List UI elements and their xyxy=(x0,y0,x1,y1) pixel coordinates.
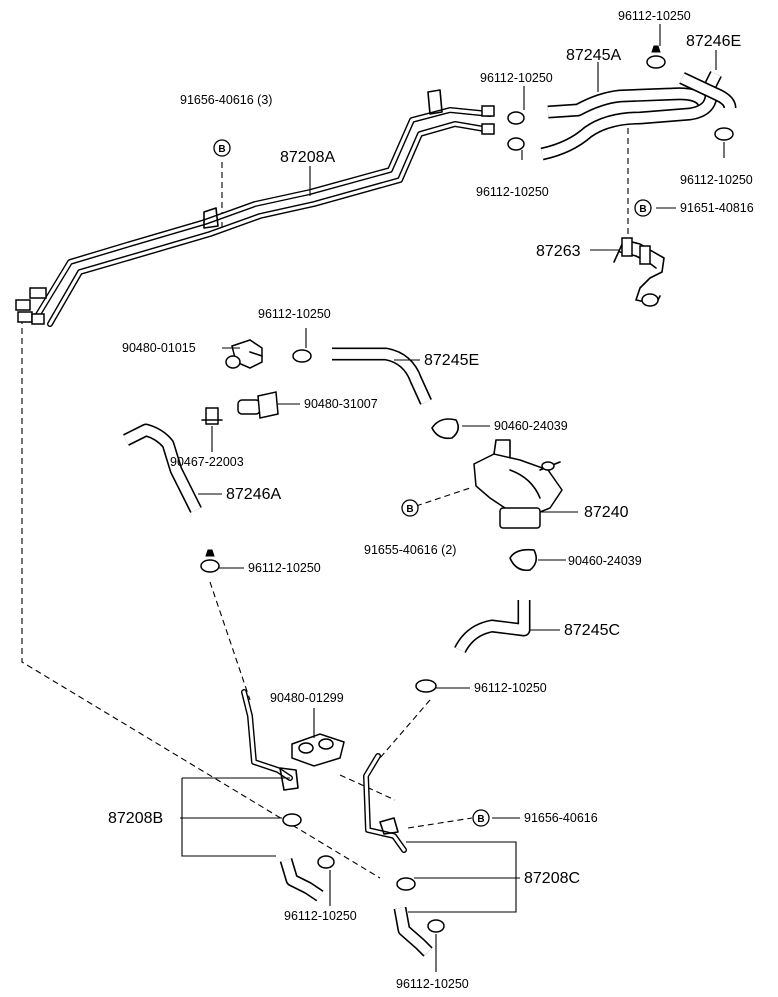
label-96112-10250-upper: 96112-10250 xyxy=(480,71,553,85)
hose-87245c xyxy=(454,600,531,654)
label-87208b: 87208B xyxy=(108,810,163,827)
clamp-96112-a xyxy=(292,349,312,363)
heater-valve-87240 xyxy=(473,439,563,529)
label-96112-10250-left: 96112-10250 xyxy=(248,561,321,575)
label-87246a: 87246A xyxy=(226,486,281,503)
label-96112-10250-center: 96112-10250 xyxy=(258,307,331,321)
label-90480-31007: 90480-31007 xyxy=(304,397,378,411)
grommet-90480-01299 xyxy=(291,733,345,767)
svg-text:B: B xyxy=(218,144,225,155)
clamp-96112-b xyxy=(200,549,220,573)
label-96112-10250-lowmid: 96112-10250 xyxy=(474,681,547,695)
clamp-96112-e xyxy=(427,919,445,933)
label-90460-24039-b: 90460-24039 xyxy=(568,554,642,568)
svg-text:B: B xyxy=(639,204,646,215)
valve-90480-01015 xyxy=(225,339,263,369)
label-87245a: 87245A xyxy=(566,47,621,64)
plug-90480-31007 xyxy=(237,391,279,419)
svg-text:B: B xyxy=(477,814,484,825)
callout-b-4: B xyxy=(472,809,490,827)
clamps-top xyxy=(507,45,734,151)
clamp-87208b xyxy=(282,813,302,827)
clamp-87208c xyxy=(396,877,416,891)
hose-87245e xyxy=(332,347,432,405)
label-91651-40816: 91651-40816 xyxy=(680,201,754,215)
label-96112-10250-right: 96112-10250 xyxy=(680,173,753,187)
clamp-90460-24039-b xyxy=(509,548,538,572)
callout-b-1: B xyxy=(213,139,231,157)
callout-b-2: B xyxy=(634,199,652,217)
clamp-96112-c xyxy=(415,679,437,693)
bracket-87263 xyxy=(613,237,665,307)
label-87245c: 87245C xyxy=(564,622,620,639)
hose-87245a xyxy=(547,87,711,119)
label-87245e: 87245E xyxy=(424,352,479,369)
label-90467-22003: 90467-22003 xyxy=(170,455,244,469)
pipe-87208a xyxy=(15,89,495,327)
dashed-reference-lines xyxy=(21,128,629,879)
clamp-96112-d xyxy=(317,855,335,869)
label-87208c: 87208C xyxy=(524,870,580,887)
label-96112-10250-top: 96112-10250 xyxy=(618,9,691,23)
hose-lower-left xyxy=(279,858,324,902)
svg-text:B: B xyxy=(406,504,413,515)
clip-90467-22003 xyxy=(201,407,223,425)
label-91655-40616-2: 91655-40616 (2) xyxy=(364,543,456,557)
hose-87246e xyxy=(540,71,737,161)
hose-87246a xyxy=(123,423,202,513)
label-87246e: 87246E xyxy=(686,33,741,50)
label-96112-10250-bottom-left: 96112-10250 xyxy=(284,909,357,923)
label-90480-01015: 90480-01015 xyxy=(122,341,196,355)
pipe-87208c xyxy=(363,753,407,853)
part-labels: 96112-10250 87245A 87246E 96112-10250 91… xyxy=(108,9,754,991)
callout-b-3: B xyxy=(401,499,419,517)
label-91656-40616-3: 91656-40616 (3) xyxy=(180,93,272,107)
hose-lower-right xyxy=(393,906,433,957)
label-91656-40616: 91656-40616 xyxy=(524,811,598,825)
label-90480-01299: 90480-01299 xyxy=(270,691,344,705)
label-87263: 87263 xyxy=(536,243,581,260)
label-96112-10250-mid: 96112-10250 xyxy=(476,185,549,199)
label-87240: 87240 xyxy=(584,504,629,521)
leader-lines xyxy=(180,24,725,972)
pipe-87208b xyxy=(241,689,299,791)
clamp-90460-24039-a xyxy=(431,418,460,440)
label-90460-24039-a: 90460-24039 xyxy=(494,419,568,433)
label-87208a: 87208A xyxy=(280,149,335,166)
label-96112-10250-bottom: 96112-10250 xyxy=(396,977,469,991)
